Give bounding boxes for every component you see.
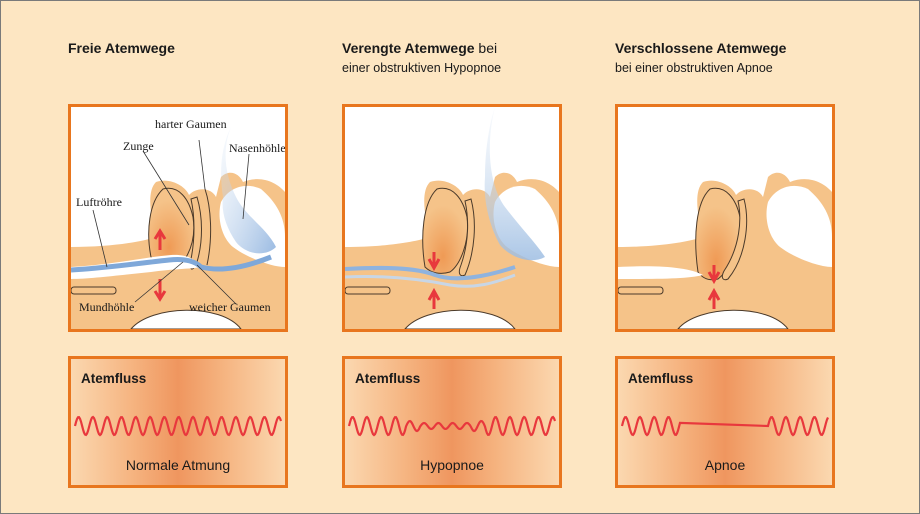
label-harter-gaumen: harter Gaumen (155, 117, 227, 132)
label-nasenhoehle: Nasenhöhle (229, 141, 286, 156)
airflow-panel-hypopnoe: Atemfluss Hypopnoe (342, 356, 562, 488)
column-subtitle-closed: bei einer obstruktiven Apnoe (615, 61, 773, 75)
airflow-caption: Normale Atmung (71, 457, 285, 473)
column-subtitle-narrowed: einer obstruktiven Hypopnoe (342, 61, 501, 75)
airway-illustration-closed (618, 107, 832, 329)
column-title-narrowed: Verengte Atemwege bei einer obstruktiven… (342, 39, 501, 78)
label-luftroehre: Luftröhre (76, 195, 122, 210)
label-mundhoehle: Mundhöhle (79, 300, 134, 315)
airflow-caption: Apnoe (618, 457, 832, 473)
airflow-caption: Hypopnoe (345, 457, 559, 473)
airway-panel-free: harter Gaumen Zunge Nasenhöhle Luftröhre… (68, 104, 288, 332)
column-title-closed: Verschlossene Atemwege bei einer obstruk… (615, 39, 786, 78)
column-title-free: Freie Atemwege (68, 39, 175, 58)
label-zunge: Zunge (123, 139, 154, 154)
airway-illustration-narrowed (345, 107, 559, 329)
airway-panel-closed (615, 104, 835, 332)
airway-panel-narrowed (342, 104, 562, 332)
airflow-panel-normal: Atemfluss Normale Atmung (68, 356, 288, 488)
label-weicher-gaumen: weicher Gaumen (189, 300, 271, 315)
airflow-panel-apnoe: Atemfluss Apnoe (615, 356, 835, 488)
